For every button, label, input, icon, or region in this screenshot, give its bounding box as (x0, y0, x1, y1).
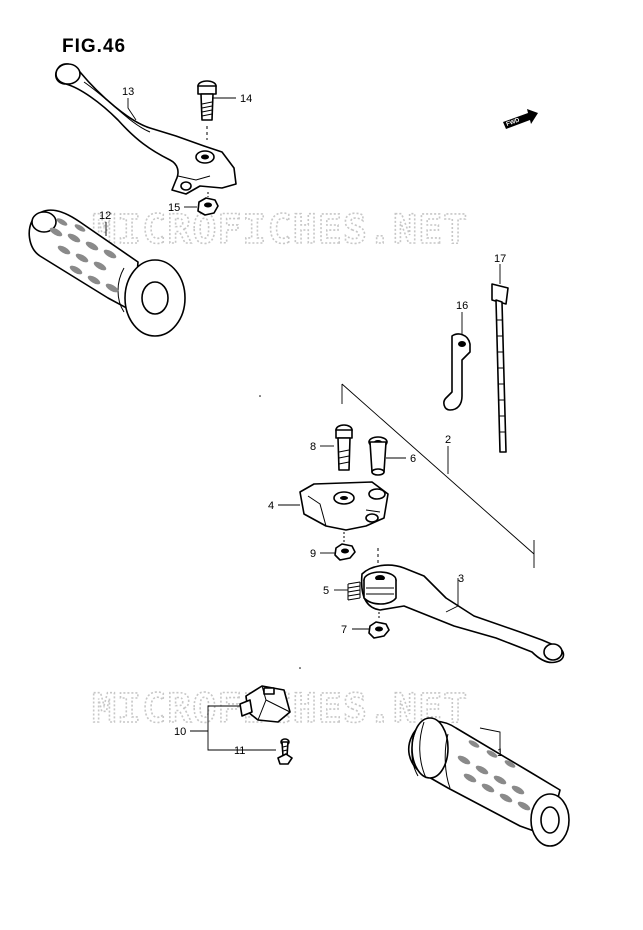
part-5-spring (347, 581, 361, 601)
watermark-top: MICROFICHES.NET (92, 207, 468, 253)
part-16-clamp (443, 333, 471, 411)
part-6-pivot (368, 436, 388, 476)
callout-17: 17 (494, 253, 506, 265)
part-10-switch (239, 685, 291, 723)
part-1-throttle-grip (407, 717, 570, 847)
part-13-lever (54, 63, 237, 195)
part-15-nut (197, 192, 219, 216)
callout-7: 7 (341, 624, 347, 636)
part-7-nut (368, 612, 390, 639)
callout-12: 12 (99, 210, 111, 222)
fwd-arrow-icon: FWD (503, 109, 538, 129)
callout-2: 2 (445, 434, 451, 446)
fwd-label: FWD (506, 117, 522, 128)
callout-15: 15 (168, 202, 180, 214)
part-11-screw (277, 738, 293, 765)
callout-14: 14 (240, 93, 252, 105)
part-14-bolt (197, 80, 217, 140)
part-12-grip (28, 209, 186, 337)
callout-5: 5 (323, 585, 329, 597)
part-4-holder (299, 481, 389, 531)
callout-9: 9 (310, 548, 316, 560)
part-3-lever (360, 548, 565, 664)
part-9-nut (334, 532, 356, 561)
callout-16: 16 (456, 300, 468, 312)
part-17-cable-tie (491, 283, 509, 453)
callout-4: 4 (268, 500, 274, 512)
callout-13: 13 (122, 86, 134, 98)
callout-3: 3 (458, 573, 464, 585)
figure-title: FIG.46 (62, 36, 127, 57)
part-8-bolt (335, 424, 353, 471)
leader-lines (105, 97, 501, 752)
callout-6: 6 (410, 453, 416, 465)
callout-10: 10 (174, 726, 186, 738)
callout-8: 8 (310, 441, 316, 453)
callout-1: 1 (497, 747, 503, 759)
callout-11: 11 (234, 745, 245, 757)
